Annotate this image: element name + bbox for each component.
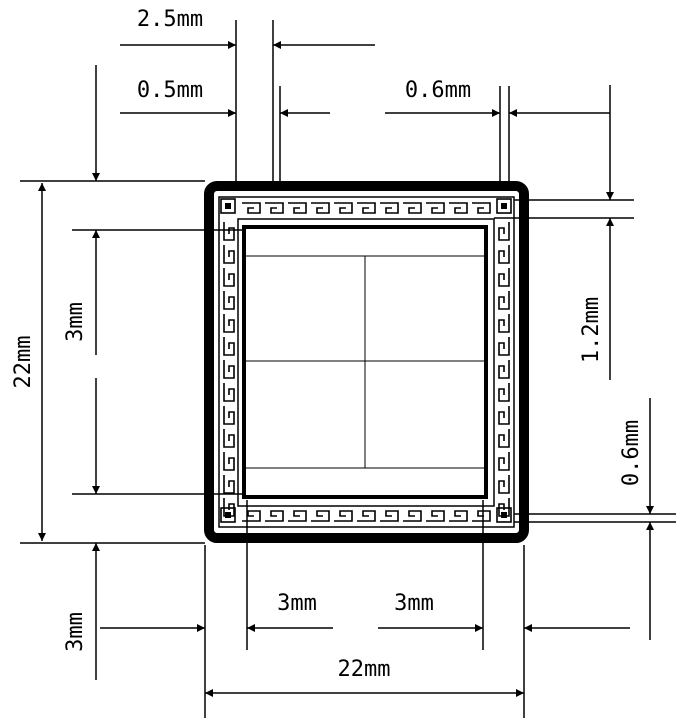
greek-key-pattern (220, 198, 512, 523)
dimension-lines (38, 41, 654, 697)
dim-label-3mm-bottom-right: 3mm (394, 591, 434, 616)
meander-band-inner (237, 218, 495, 507)
dim-label-3mm-lower-left: 3mm (63, 612, 88, 652)
meander-band-outer (218, 196, 515, 528)
dim-label-2-5mm: 2.5mm (137, 7, 203, 32)
dim-label-3mm-bottom-left: 3mm (277, 591, 317, 616)
dim-label-22mm-left: 22mm (11, 336, 36, 389)
dim-label-3mm-upper-left: 3mm (63, 302, 88, 342)
dim-label-0-6mm-right: 0.6mm (619, 420, 644, 486)
outer-frame (204, 181, 529, 543)
dim-label-0-5mm: 0.5mm (137, 78, 203, 103)
dim-label-22mm-bottom: 22mm (338, 657, 391, 682)
dim-label-1-2mm: 1.2mm (579, 297, 604, 363)
dim-label-0-6mm-top: 0.6mm (405, 78, 471, 103)
